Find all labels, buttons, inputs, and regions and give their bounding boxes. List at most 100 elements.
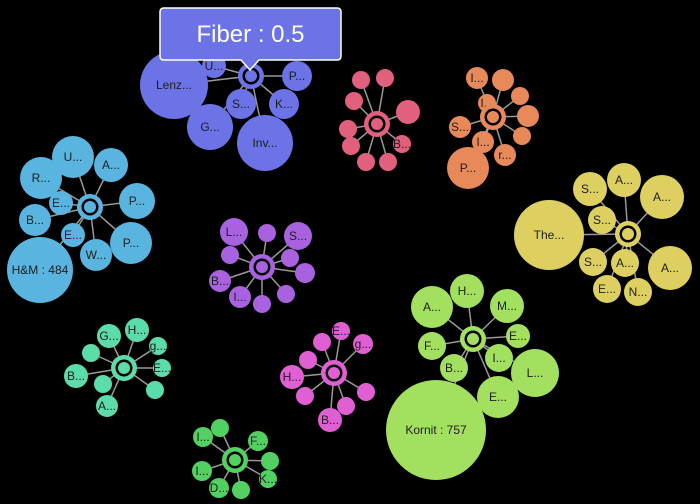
bubble-node[interactable] — [517, 105, 539, 127]
bubble-node[interactable] — [209, 478, 229, 498]
bubble-node[interactable] — [49, 191, 73, 215]
bubble-node[interactable] — [357, 153, 375, 171]
bubble-node[interactable] — [229, 286, 251, 308]
bubble-node[interactable] — [110, 222, 152, 264]
bubble-label: Kornit : 757 — [405, 423, 467, 437]
bubble-label: W... — [86, 248, 107, 262]
bubble-node[interactable] — [513, 127, 531, 145]
bubble-node[interactable] — [192, 461, 212, 481]
bubble-node[interactable] — [313, 333, 331, 351]
bubble-node[interactable] — [52, 136, 94, 178]
bubble-node[interactable] — [318, 408, 342, 432]
bubble-node[interactable] — [140, 51, 208, 119]
bubble-label: I... — [233, 290, 246, 304]
bubble-node[interactable] — [209, 270, 231, 292]
bubble-node[interactable] — [411, 286, 453, 328]
bubble-node[interactable] — [332, 322, 350, 340]
bubble-node[interactable] — [281, 249, 299, 267]
bubble-node[interactable] — [193, 427, 213, 447]
bubble-node[interactable] — [253, 295, 271, 313]
bubble-node[interactable] — [357, 383, 375, 401]
bubble-node[interactable] — [506, 324, 530, 348]
bubble-node[interactable] — [248, 431, 268, 451]
cluster-hub-core — [622, 228, 634, 240]
bubble-label: E... — [52, 196, 70, 210]
bubble-node[interactable] — [211, 419, 229, 437]
bubble-node[interactable] — [149, 337, 167, 355]
bubble-node[interactable] — [494, 144, 516, 166]
bubble-label: F... — [424, 339, 440, 353]
bubble-node[interactable] — [579, 248, 607, 276]
bubble-node[interactable] — [261, 452, 279, 470]
bubble-node[interactable] — [607, 163, 641, 197]
bubble-node[interactable] — [386, 380, 486, 480]
bubble-node[interactable] — [418, 332, 446, 360]
cluster-10: I...F...I...K...D... — [192, 419, 279, 499]
bubble-node[interactable] — [61, 223, 85, 247]
bubble-node[interactable] — [296, 387, 314, 405]
bubble-node[interactable] — [611, 249, 639, 277]
bubble-node[interactable] — [624, 278, 652, 306]
bubble-node[interactable] — [449, 116, 471, 138]
bubble-label: A... — [98, 399, 116, 413]
bubble-node[interactable] — [492, 69, 514, 91]
bubble-node[interactable] — [339, 120, 357, 138]
bubble-node[interactable] — [64, 364, 88, 388]
bubble-node[interactable] — [82, 344, 100, 362]
bubble-node[interactable] — [119, 183, 155, 219]
bubble-node[interactable] — [277, 285, 295, 303]
bubble-node[interactable] — [20, 157, 62, 199]
bubble-node[interactable] — [187, 104, 233, 150]
bubble-node[interactable] — [97, 324, 121, 348]
bubble-node[interactable] — [125, 318, 149, 342]
bubble-node[interactable] — [573, 172, 607, 206]
bubble-node[interactable] — [342, 137, 360, 155]
bubble-node[interactable] — [259, 470, 277, 488]
bubble-node[interactable] — [477, 376, 519, 418]
bubble-node[interactable] — [153, 359, 171, 377]
bubble-node[interactable] — [237, 115, 293, 171]
bubble-node[interactable] — [511, 349, 559, 397]
bubble-node[interactable] — [511, 87, 529, 105]
bubble-node[interactable] — [352, 71, 370, 89]
bubble-node[interactable] — [280, 365, 304, 389]
bubble-node[interactable] — [466, 67, 488, 89]
bubble-node[interactable] — [7, 237, 73, 303]
bubble-node[interactable] — [19, 204, 51, 236]
bubble-node[interactable] — [485, 344, 513, 372]
bubble-node[interactable] — [490, 289, 524, 323]
bubble-node[interactable] — [345, 92, 363, 110]
bubble-node[interactable] — [593, 275, 621, 303]
bubble-node[interactable] — [379, 153, 397, 171]
bubble-node[interactable] — [353, 334, 373, 354]
bubble-node[interactable] — [269, 89, 299, 119]
bubble-node[interactable] — [284, 222, 312, 250]
bubble-node[interactable] — [220, 218, 248, 246]
bubble-node[interactable] — [640, 175, 684, 219]
bubble-node[interactable] — [299, 351, 317, 369]
bubble-node[interactable] — [232, 481, 250, 499]
bubble-node[interactable] — [440, 354, 468, 382]
bubble-node[interactable] — [450, 274, 484, 308]
bubble-node[interactable] — [588, 206, 616, 234]
bubble-node[interactable] — [221, 246, 239, 264]
bubble-node[interactable] — [80, 239, 112, 271]
bubble-node[interactable] — [96, 395, 118, 417]
bubble-node[interactable] — [393, 135, 411, 153]
bubble-node[interactable] — [376, 69, 394, 87]
bubble-node[interactable] — [295, 263, 315, 283]
bubble-node[interactable] — [146, 381, 164, 399]
bubble-node[interactable] — [447, 147, 489, 189]
bubble-node[interactable] — [94, 375, 112, 393]
bubble-node[interactable] — [514, 200, 584, 270]
bubble-label: L... — [226, 225, 243, 239]
bubble-node[interactable] — [472, 131, 494, 153]
bubble-node[interactable] — [94, 148, 128, 182]
bubble-node[interactable] — [258, 224, 276, 242]
bubble-node[interactable] — [648, 246, 692, 290]
bubble-node[interactable] — [226, 89, 256, 119]
bubble-node[interactable] — [396, 100, 420, 124]
bubble-node[interactable] — [337, 397, 355, 415]
bubble-label: U... — [205, 59, 224, 73]
bubble-node[interactable] — [282, 61, 312, 91]
